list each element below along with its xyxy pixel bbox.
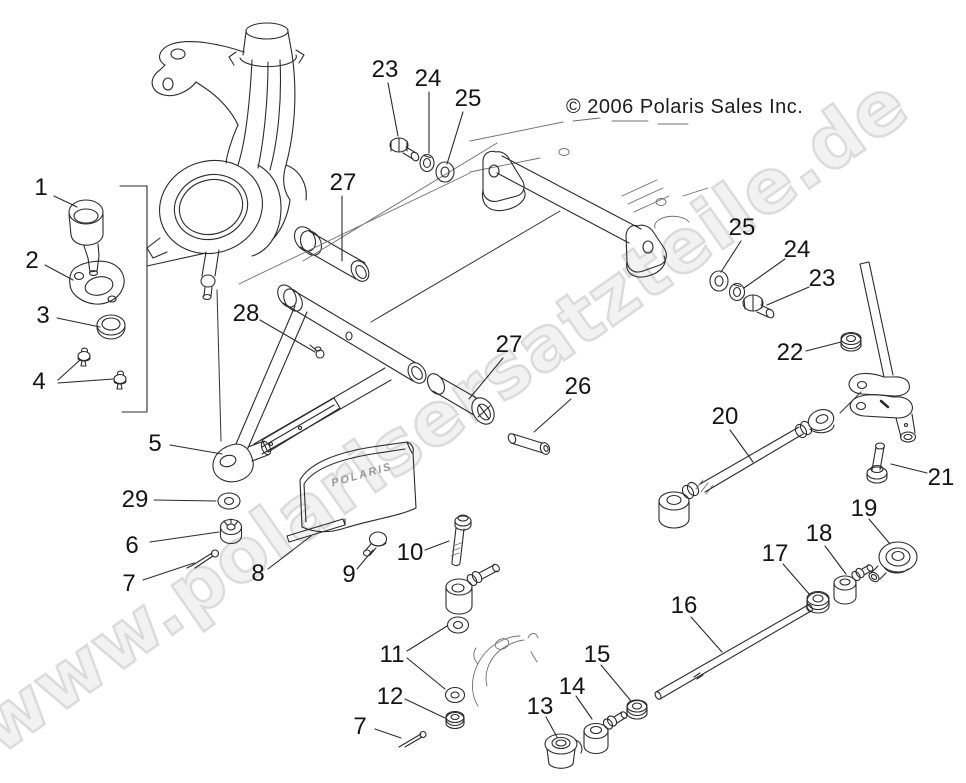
part-29-washer-drawing xyxy=(217,492,241,510)
callout-label-2-1: 2 xyxy=(25,247,39,274)
part-9-bolt-drawing xyxy=(362,531,388,557)
callout-label-9-9: 9 xyxy=(342,561,356,588)
part-10-bolt-drawing xyxy=(450,514,472,567)
callout-label-23-24: 23 xyxy=(808,265,836,292)
part-8-guard-drawing xyxy=(286,441,417,543)
part-27-sleeve-top-drawing xyxy=(293,226,370,282)
part-7-cotter-pins-drawing xyxy=(186,549,427,748)
callout-label-27-32: 27 xyxy=(495,331,523,358)
part-20-tie-rod-drawing xyxy=(658,409,835,529)
part-12-nut-drawing xyxy=(445,710,465,730)
callout-bracket-1-4 xyxy=(119,185,207,413)
callout-label-24-25: 24 xyxy=(783,236,811,263)
callout-label-25-29: 25 xyxy=(454,85,482,112)
callout-label-20-21: 20 xyxy=(711,403,739,430)
part-4-screws-drawing xyxy=(77,347,127,390)
callout-label-17-18: 17 xyxy=(761,540,789,567)
tie-rod-end-upper-drawing xyxy=(445,563,500,615)
leader-lines xyxy=(44,82,928,739)
callout-label-14-15: 14 xyxy=(558,673,586,700)
callout-label-25-26: 25 xyxy=(728,214,756,241)
callout-label-7-13: 7 xyxy=(353,713,367,740)
hardware-top-23-24-25-drawing xyxy=(389,137,455,183)
callout-label-19-20: 19 xyxy=(850,495,878,522)
callout-label-4-3: 4 xyxy=(32,368,46,395)
steering-knuckle-drawing xyxy=(146,22,307,301)
callout-label-11-11: 11 xyxy=(379,641,405,668)
part-6-castle-nut-drawing xyxy=(219,518,243,544)
part-15-nut-drawing xyxy=(626,699,648,720)
callout-label-27-31: 27 xyxy=(329,169,357,196)
part-14-tie-rod-end-drawing xyxy=(583,711,628,755)
steering-post-drawing xyxy=(839,261,917,443)
callout-label-16-17: 16 xyxy=(670,592,698,619)
a-arm-drawing xyxy=(212,284,427,483)
callout-label-28-33: 28 xyxy=(232,300,260,327)
callout-label-15-16: 15 xyxy=(583,641,611,668)
callout-label-24-28: 24 xyxy=(414,65,442,92)
part-2-plate-drawing xyxy=(69,260,125,305)
copyright-text: © 2006 Polaris Sales Inc. xyxy=(566,96,804,118)
part-3-bushing-cap-drawing xyxy=(96,314,126,340)
assembly-axis-line xyxy=(216,289,222,442)
callout-label-1-0: 1 xyxy=(34,174,48,201)
callout-label-8-8: 8 xyxy=(251,560,265,587)
part-17-nut-drawing xyxy=(806,590,830,614)
part-11-washers-drawing xyxy=(444,616,470,704)
callout-label-13-14: 13 xyxy=(526,693,554,720)
callout-label-3-2: 3 xyxy=(36,302,50,329)
callout-label-6-6: 6 xyxy=(125,532,139,559)
callout-label-7-7: 7 xyxy=(122,570,136,597)
phantom-steering-arm-drawing xyxy=(471,633,539,707)
part-13-bushing-drawing xyxy=(544,733,583,769)
callout-label-26-30: 26 xyxy=(564,373,592,400)
callout-label-23-27: 23 xyxy=(371,56,399,83)
part-1-ball-joint-drawing xyxy=(68,199,104,277)
part-21-bolt-drawing xyxy=(866,442,888,484)
callout-label-12-12: 12 xyxy=(376,683,404,710)
callout-label-18-19: 18 xyxy=(805,520,833,547)
callout-label-22-23: 22 xyxy=(776,339,804,366)
callout-label-5-4: 5 xyxy=(148,430,162,457)
part-27-sleeve-mid-drawing xyxy=(426,373,495,425)
callout-label-29-5: 29 xyxy=(121,486,149,513)
callout-label-10-10: 10 xyxy=(396,539,424,566)
part-19-housing-drawing xyxy=(868,541,918,583)
frame-crossmember-drawing xyxy=(238,117,709,323)
part-18-tie-rod-end-drawing xyxy=(833,564,874,605)
part-26-spacer-drawing xyxy=(507,433,551,455)
hardware-right-25-24-23-22-drawing xyxy=(709,270,862,352)
callout-label-21-22: 21 xyxy=(927,464,955,491)
